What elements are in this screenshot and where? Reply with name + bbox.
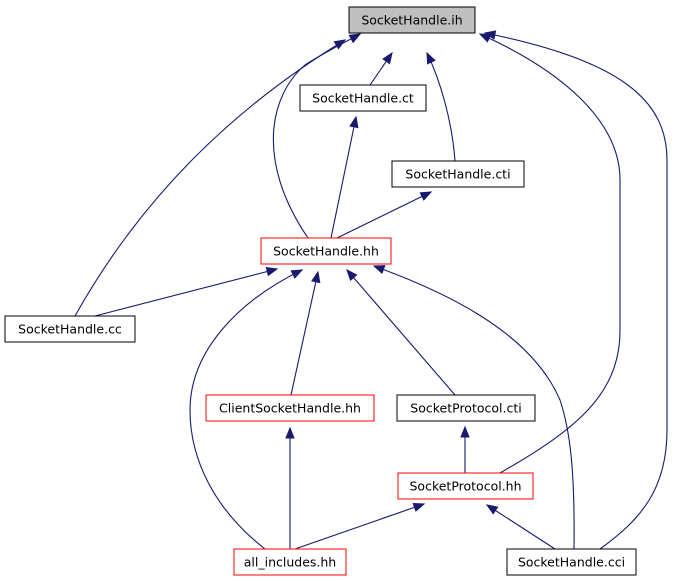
edge-line — [294, 503, 425, 550]
edge-hh-to-ih — [272, 33, 362, 239]
edge-line — [336, 191, 432, 239]
node-label: SocketHandle.hh — [273, 244, 379, 259]
node-sockethandle-cti[interactable]: SocketHandle.cti — [391, 160, 525, 188]
node-sockethandle-hh[interactable]: SocketHandle.hh — [260, 237, 392, 265]
arrowhead-icon — [485, 504, 499, 515]
node-box — [205, 394, 375, 422]
node-label: ClientSocketHandle.hh — [219, 401, 361, 416]
edge-all-to-cshh — [285, 426, 295, 549]
edges-layer — [74, 30, 668, 550]
edge-all-to-hh — [189, 269, 304, 550]
node-all-includes-hh[interactable]: all_includes.hh — [233, 548, 347, 576]
arrowhead-icon — [460, 425, 470, 438]
node-box — [506, 548, 637, 576]
node-label: SocketHandle.cti — [405, 167, 510, 182]
edge-sphh-to-ih — [478, 33, 621, 474]
edge-cc-to-ih — [74, 39, 347, 317]
arrowhead-icon — [311, 270, 321, 284]
edge-line — [272, 33, 361, 239]
edge-all-to-sphh — [294, 502, 426, 550]
edge-cci-to-hh — [372, 265, 575, 550]
node-sockethandle-cci[interactable]: SocketHandle.cci — [506, 548, 637, 576]
edge-cshh-to-hh — [290, 270, 321, 396]
node-sockethandle-ih: SocketHandle.ih — [348, 6, 476, 34]
node-socketprotocol-cti[interactable]: SocketProtocol.cti — [396, 394, 536, 422]
node-box — [391, 160, 525, 188]
node-label: SocketProtocol.hh — [409, 479, 521, 494]
edge-spcti-to-hh — [346, 268, 456, 396]
arrowhead-icon — [426, 51, 436, 65]
arrowhead-icon — [372, 265, 386, 275]
edge-line — [346, 269, 456, 396]
node-socketprotocol-hh[interactable]: SocketProtocol.hh — [397, 472, 534, 500]
arrowhead-icon — [478, 33, 492, 43]
node-label: SocketProtocol.cti — [410, 401, 521, 416]
node-box — [396, 394, 536, 422]
arrowhead-icon — [483, 30, 497, 40]
edge-line — [426, 52, 456, 162]
edge-cci-to-sphh — [485, 504, 556, 550]
edge-line — [486, 504, 556, 550]
edge-line — [373, 265, 575, 550]
edge-cti-to-ih — [426, 51, 456, 162]
edge-hh-to-cti — [336, 191, 433, 239]
node-box — [348, 6, 476, 34]
arrowhead-icon — [348, 33, 362, 44]
node-label: SocketHandle.cci — [518, 555, 625, 570]
edge-line — [479, 33, 621, 474]
arrowhead-icon — [419, 191, 433, 201]
arrowhead-icon — [346, 268, 358, 282]
arrowhead-icon — [382, 51, 393, 65]
node-label: SocketHandle.cc — [18, 322, 122, 337]
edge-sphh-to-spcti — [460, 425, 470, 473]
node-label: all_includes.hh — [244, 555, 336, 570]
edge-line — [330, 116, 357, 239]
node-clientsockethandle-hh[interactable]: ClientSocketHandle.hh — [205, 394, 375, 422]
node-box — [260, 237, 392, 265]
arrowhead-icon — [412, 502, 426, 512]
edge-line — [290, 271, 319, 396]
edge-ct-to-ih — [369, 51, 393, 86]
arrowhead-icon — [290, 269, 304, 279]
node-box — [4, 315, 136, 343]
node-box — [299, 84, 427, 112]
arrowhead-icon — [265, 267, 279, 277]
node-box — [233, 548, 347, 576]
node-sockethandle-cc[interactable]: SocketHandle.cc — [4, 315, 136, 343]
edge-hh-to-ct — [330, 115, 359, 239]
edge-line — [189, 269, 303, 550]
edge-cci-to-ih — [483, 30, 668, 550]
node-label: SocketHandle.ct — [312, 91, 414, 106]
arrowhead-icon — [333, 39, 347, 50]
edge-line — [94, 268, 278, 317]
node-box — [397, 472, 534, 500]
node-sockethandle-ct[interactable]: SocketHandle.ct — [299, 84, 427, 112]
nodes-layer: SocketHandle.ihSocketHandle.ctSocketHand… — [4, 6, 637, 576]
arrowhead-icon — [349, 115, 359, 129]
edge-line — [74, 39, 346, 317]
edge-line — [484, 32, 668, 550]
arrowhead-icon — [285, 426, 295, 439]
node-label: SocketHandle.ih — [361, 13, 462, 28]
edge-cc-to-hh — [94, 267, 279, 317]
